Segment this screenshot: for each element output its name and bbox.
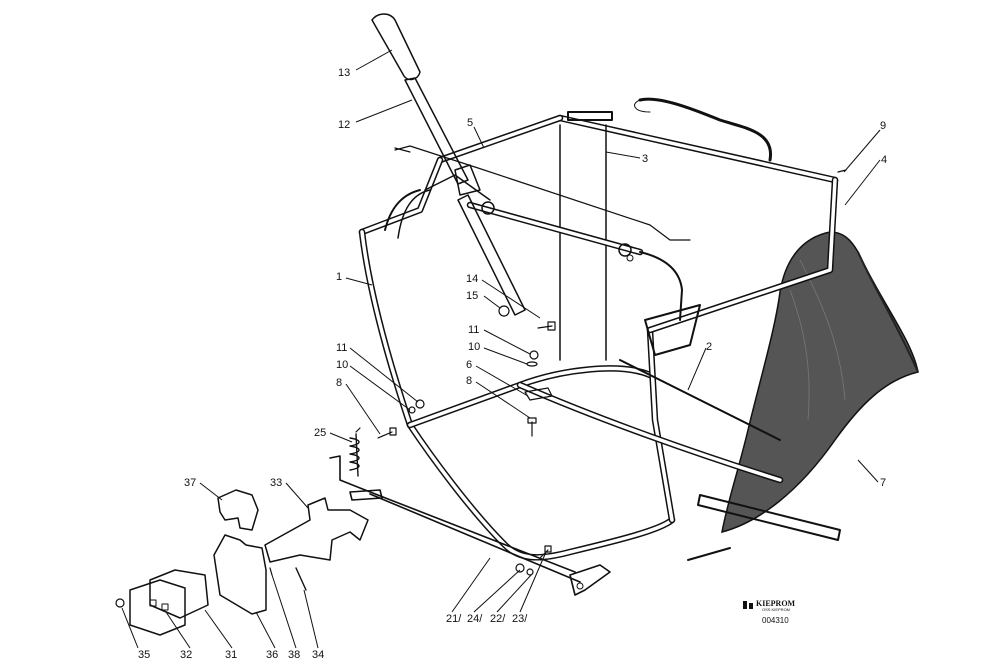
callout-32: 32 (180, 649, 192, 661)
spring (349, 427, 361, 477)
tipping-lever (397, 77, 526, 316)
logo-subtext: OSS KIEPROM (762, 607, 790, 612)
callout-21: 21/ (446, 613, 462, 625)
callout-34: 34 (312, 649, 324, 661)
callout-7: 7 (880, 477, 886, 489)
callout-8a: 8 (466, 375, 472, 387)
logo-mark-icon (743, 601, 753, 609)
callout-5: 5 (467, 117, 473, 129)
callout-37: 37 (184, 477, 196, 489)
rear-frame (436, 97, 839, 361)
callout-24: 24/ (467, 613, 483, 625)
pin-38-34 (269, 567, 307, 591)
callout-15: 15 (466, 290, 478, 302)
callout-9: 9 (880, 120, 886, 132)
callout-numbers: 13 12 5 3 9 4 1 14 15 2 11 11 10 10 6 8 … (138, 67, 887, 661)
callout-4: 4 (881, 154, 887, 166)
hardware-screw-9 (837, 169, 847, 173)
hardware-bolt-14 (537, 321, 556, 331)
bracket-33 (264, 497, 369, 563)
callout-10b: 10 (336, 359, 348, 371)
callout-1: 1 (336, 271, 342, 283)
callout-12: 12 (338, 119, 350, 131)
plate-36 (213, 534, 267, 615)
hardware-bracket-6 (524, 387, 553, 401)
callout-36: 36 (266, 649, 278, 661)
callout-35: 35 (138, 649, 150, 661)
screw-35 (115, 598, 125, 608)
callout-31: 31 (225, 649, 237, 661)
block-31-32 (129, 569, 209, 636)
callout-38: 38 (288, 649, 300, 661)
grass-bag (721, 231, 919, 534)
main-frame (358, 156, 839, 561)
callout-22: 22/ (490, 613, 506, 625)
bracket-37 (217, 489, 259, 531)
linkage-fasteners (515, 545, 552, 576)
callout-11b: 11 (336, 342, 347, 354)
lower-frame (516, 359, 841, 561)
logo-name: KIEPROM (756, 599, 796, 608)
lever-grip (371, 13, 421, 81)
callout-14: 14 (466, 273, 478, 285)
callout-25: 25 (314, 427, 326, 439)
linkage-rod (329, 455, 611, 596)
hardware-nut-15 (498, 305, 510, 317)
callout-6: 6 (466, 359, 472, 371)
callout-23: 23/ (512, 613, 528, 625)
manufacturer-logo: KIEPROM OSS KIEPROM 004310 (743, 599, 796, 625)
callout-2: 2 (706, 341, 712, 353)
callout-33: 33 (270, 477, 282, 489)
drawing-code: 004310 (762, 616, 789, 625)
hardware-nut-11 (415, 350, 539, 409)
callout-3: 3 (642, 153, 648, 165)
pivot-shaft (394, 145, 691, 321)
callout-10a: 10 (468, 341, 480, 353)
callout-8b: 8 (336, 377, 342, 389)
callout-13: 13 (338, 67, 350, 79)
leader-lines (121, 49, 881, 649)
callout-11a: 11 (468, 324, 479, 336)
hardware-bolt-8 (377, 417, 537, 439)
